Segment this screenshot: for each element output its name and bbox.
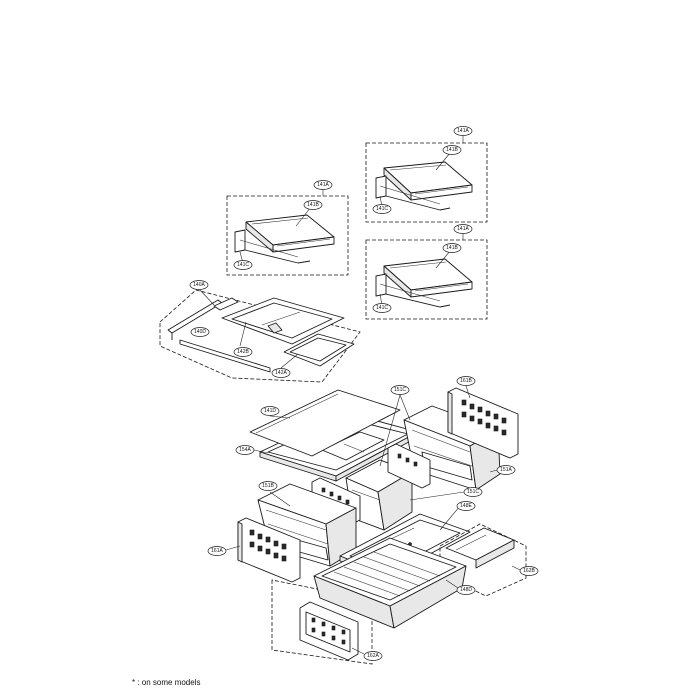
svg-text:151B: 151B bbox=[262, 483, 274, 489]
svg-text:142B: 142B bbox=[237, 349, 249, 355]
callout-141a-top: 141A bbox=[453, 126, 473, 136]
callout-148e: 148E bbox=[456, 501, 476, 511]
callout-148d: 148D bbox=[456, 585, 476, 595]
front-panel-right bbox=[439, 523, 527, 597]
callout-141c-top: 141C bbox=[372, 204, 392, 214]
svg-text:162A: 162A bbox=[367, 653, 379, 659]
svg-text:151C: 151C bbox=[394, 387, 406, 393]
shelf-group-middle-right bbox=[365, 239, 488, 320]
callout-141a-left: 141A bbox=[313, 180, 333, 190]
callout-162a: 162A bbox=[363, 651, 383, 661]
callout-141a-mid: 141A bbox=[453, 224, 473, 234]
callout-140a: 140A bbox=[189, 280, 209, 290]
callout-141c-mid: 141C bbox=[372, 303, 392, 313]
svg-text:142A: 142A bbox=[275, 370, 287, 376]
svg-text:151A: 151A bbox=[500, 467, 512, 473]
callout-141b-left: 141B bbox=[303, 200, 323, 210]
callout-162b: 162B bbox=[519, 566, 539, 576]
callout-141b-mid: 141B bbox=[442, 243, 462, 253]
svg-text:141A: 141A bbox=[457, 226, 469, 232]
callout-161a: 161A bbox=[207, 546, 227, 556]
pantry-drawer bbox=[271, 537, 467, 665]
shelf-group-top-right bbox=[365, 142, 488, 223]
callout-151c-top: 151C bbox=[390, 385, 410, 395]
callout-141c-left: 141C bbox=[233, 260, 253, 270]
side-panel-right bbox=[447, 387, 519, 459]
side-panel-left bbox=[237, 517, 301, 583]
callout-141b-top: 141B bbox=[442, 145, 462, 155]
footnote: * : on some models bbox=[132, 678, 201, 687]
svg-text:140D: 140D bbox=[194, 329, 206, 335]
svg-text:151C: 151C bbox=[467, 489, 479, 495]
svg-text:161A: 161A bbox=[211, 548, 223, 554]
callout-141d: 141D bbox=[260, 406, 280, 416]
svg-text:154A: 154A bbox=[239, 447, 251, 453]
sliding-shelf-group bbox=[159, 289, 361, 383]
callout-142a: 142A bbox=[271, 368, 291, 378]
callout-151c-right: 151C bbox=[463, 487, 483, 497]
svg-text:141A: 141A bbox=[457, 128, 469, 134]
svg-text:141B: 141B bbox=[307, 202, 319, 208]
shelf-group-left bbox=[226, 195, 349, 276]
svg-text:148E: 148E bbox=[460, 503, 472, 509]
callout-154a: 154A bbox=[235, 445, 255, 455]
svg-text:141C: 141C bbox=[376, 305, 388, 311]
svg-text:141B: 141B bbox=[446, 245, 458, 251]
callout-140d: 140D bbox=[190, 327, 210, 337]
callout-161b: 161B bbox=[456, 376, 476, 386]
svg-text:161B: 161B bbox=[460, 378, 472, 384]
svg-text:162B: 162B bbox=[523, 568, 535, 574]
crisper-cover-assembly bbox=[249, 389, 419, 482]
svg-text:141A: 141A bbox=[317, 182, 329, 188]
svg-text:148D: 148D bbox=[460, 587, 472, 593]
svg-text:141C: 141C bbox=[237, 262, 249, 268]
callout-151a: 151A bbox=[496, 465, 516, 475]
svg-text:140A: 140A bbox=[193, 282, 205, 288]
svg-text:141D: 141D bbox=[264, 408, 276, 414]
callout-142b: 142B bbox=[233, 347, 253, 357]
front-panel-bottom bbox=[299, 601, 359, 661]
svg-text:141B: 141B bbox=[446, 147, 458, 153]
svg-text:141C: 141C bbox=[376, 206, 388, 212]
callout-151b: 151B bbox=[258, 481, 278, 491]
